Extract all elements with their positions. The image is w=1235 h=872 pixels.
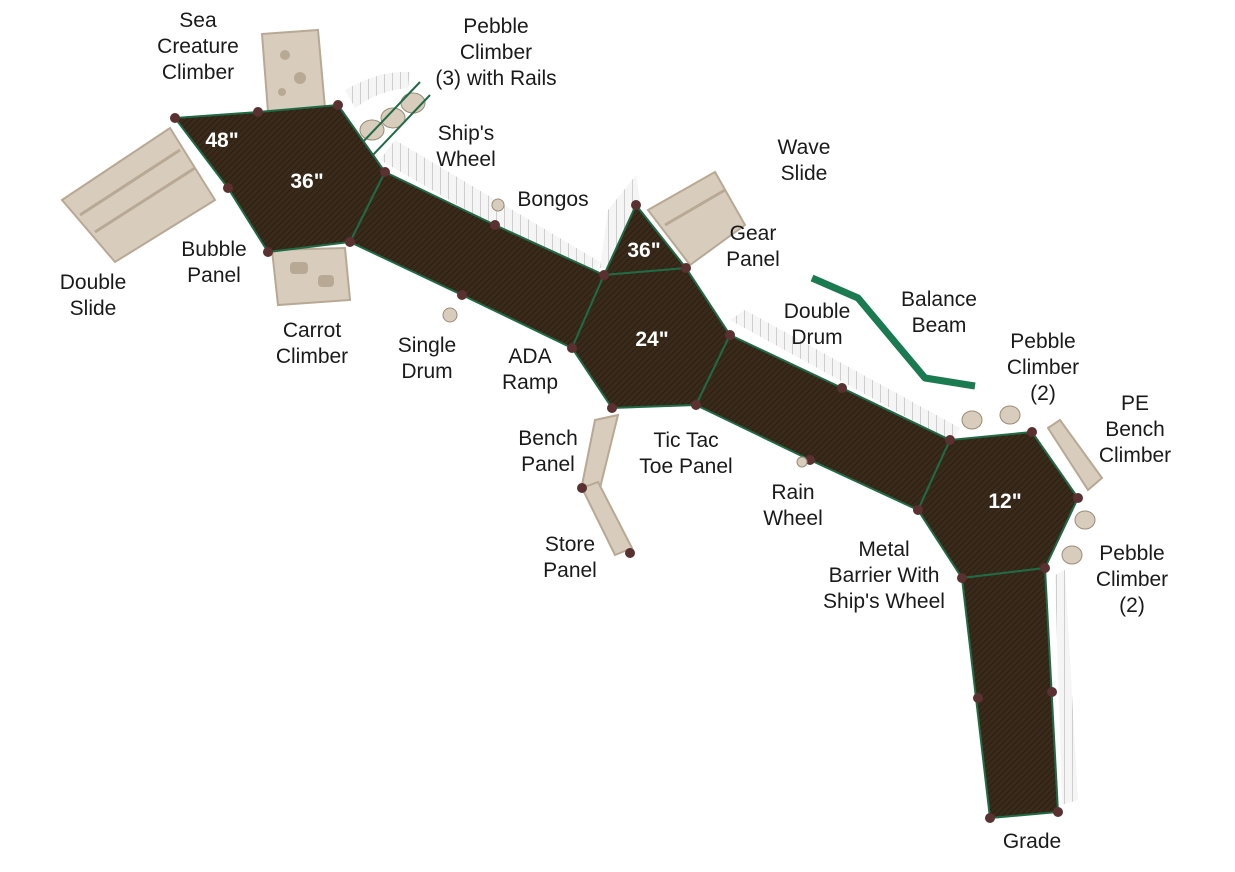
deck-height-36: 36" bbox=[290, 170, 324, 193]
label-rain-wheel: Rain Wheel bbox=[763, 481, 823, 530]
railings bbox=[345, 71, 1078, 805]
deck-height-12: 12" bbox=[988, 490, 1022, 513]
pe-bench-climber bbox=[1046, 418, 1104, 492]
label-tic-tac-toe-panel: Tic Tac Toe Panel bbox=[639, 429, 733, 478]
balance-beam bbox=[810, 274, 976, 390]
label-pebble-climber-3: Pebble Climber (3) with Rails bbox=[435, 15, 557, 90]
label-double-slide: Double Slide bbox=[59, 271, 127, 320]
store-panel bbox=[580, 413, 634, 557]
label-gear-panel: Gear Panel bbox=[726, 222, 780, 271]
label-bubble-panel: Bubble Panel bbox=[181, 238, 247, 287]
label-wave-slide: Wave Slide bbox=[777, 136, 831, 185]
label-double-drum: Double Drum bbox=[783, 300, 851, 349]
deck-height-36-small: 36" bbox=[627, 239, 661, 262]
deck-height-48: 48" bbox=[205, 129, 239, 152]
label-metal-barrier: Metal Barrier With Ship's Wheel bbox=[823, 538, 945, 613]
label-grade: Grade bbox=[1002, 830, 1062, 853]
label-pebble-climber-2b: Pebble Climber (2) bbox=[1095, 542, 1169, 617]
label-sea-creature-climber: Sea Creature Climber bbox=[157, 9, 239, 84]
pebble-climbers-2 bbox=[961, 405, 1096, 565]
label-single-drum: Single Drum bbox=[397, 334, 457, 383]
carrot-climber bbox=[270, 246, 352, 307]
label-pebble-climber-2a: Pebble Climber (2) bbox=[1006, 330, 1080, 405]
label-pe-bench-climber: PE Bench Climber bbox=[1098, 392, 1172, 467]
label-ships-wheel: Ship's Wheel bbox=[436, 122, 496, 171]
drums bbox=[442, 198, 808, 468]
deck bbox=[173, 103, 1080, 820]
label-ada-ramp: ADA Ramp bbox=[501, 345, 559, 394]
label-store-panel: Store Panel bbox=[543, 533, 597, 582]
posts bbox=[170, 100, 1083, 823]
label-bongos: Bongos bbox=[517, 188, 589, 211]
deck-height-24: 24" bbox=[635, 328, 669, 351]
label-carrot-climber: Carrot Climber bbox=[275, 319, 349, 368]
label-balance-beam: Balance Beam bbox=[901, 288, 977, 337]
pebble-climber-3 bbox=[359, 81, 431, 157]
double-slide bbox=[60, 126, 217, 264]
wave-slide bbox=[646, 170, 747, 267]
label-bench-panel: Bench Panel bbox=[518, 427, 578, 476]
sea-creature-climber bbox=[260, 28, 327, 114]
